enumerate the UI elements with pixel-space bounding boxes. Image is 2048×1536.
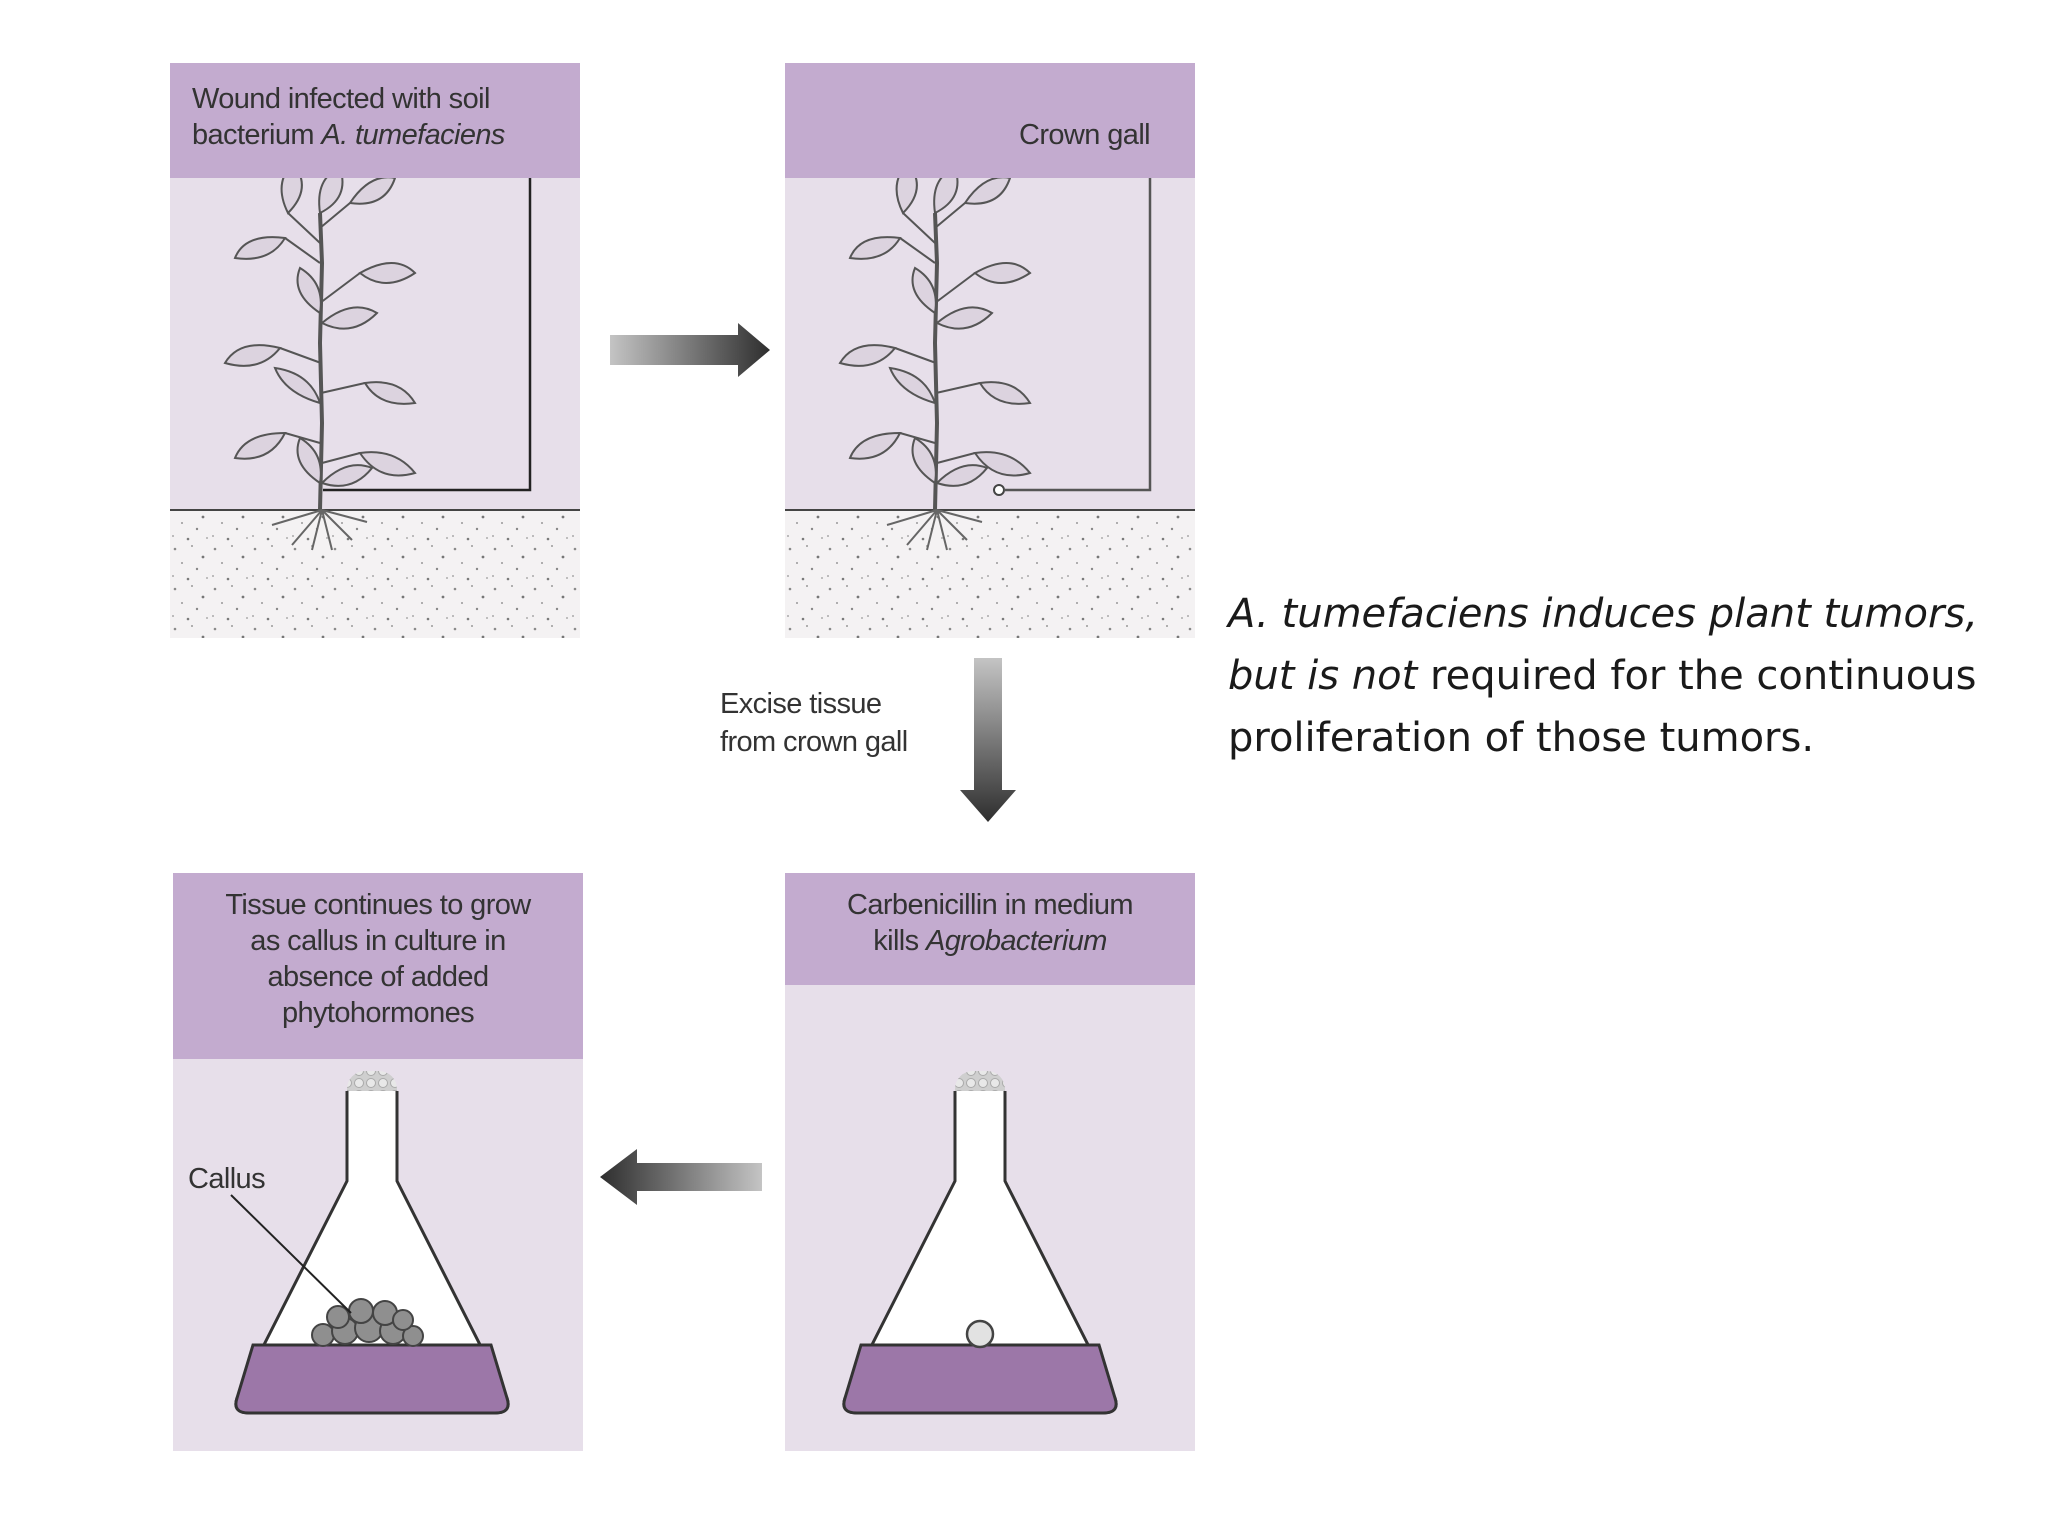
arrow-left-icon (600, 1149, 762, 1205)
excise-tissue-label: Excise tissue from crown gall (720, 685, 908, 761)
callus-header-line1: Tissue continues to grow (225, 889, 531, 921)
medium-icon (842, 1343, 1118, 1415)
caption-line1: A. tumefaciens induces plant tumors, (1228, 591, 1978, 637)
panel-crown-gall-header: Crown gall (785, 63, 1195, 178)
medium-icon (234, 1343, 510, 1415)
crown-gall-label: Crown gall (1019, 119, 1151, 151)
callus-pointer-line (230, 1194, 352, 1314)
roots-icon (886, 509, 983, 551)
callus-header-line2: as callus in culture in (250, 925, 506, 957)
plant-gall-illustration (785, 161, 1195, 638)
wound-pointer-line (323, 171, 532, 492)
gall-pointer-line (1004, 171, 1152, 492)
carbenicillin-header-line1: Carbenicillin in medium (847, 889, 1134, 921)
panel-carbenicillin: Carbenicillin in medium kills Agrobacter… (785, 873, 1195, 1451)
flask-callus-illustration (230, 1071, 510, 1415)
carbenicillin-header-line2: kills Agrobacterium (873, 925, 1107, 957)
tissue-piece-icon (965, 1319, 995, 1349)
panel-wound-header: Wound infected with soil bacterium A. tu… (170, 63, 580, 178)
plant-icon (223, 161, 417, 511)
callus-icon (311, 1298, 424, 1347)
callus-header-line3: absence of added (267, 961, 490, 993)
plant-illustration (170, 161, 580, 638)
panel-callus-header: Tissue continues to grow as callus in cu… (173, 873, 583, 1059)
wound-header-line1: Wound infected with soil (192, 83, 490, 115)
arrow-right-icon (610, 323, 770, 377)
panel-wound-infection: Wound infected with soil bacterium A. tu… (170, 63, 580, 638)
callus-label: Callus (188, 1163, 266, 1195)
panel-carbenicillin-header: Carbenicillin in medium kills Agrobacter… (785, 873, 1195, 985)
roots-icon (271, 509, 368, 551)
caption-line3: proliferation of those tumors. (1228, 715, 1815, 761)
caption-line2: but is not required for the continuous (1228, 653, 1977, 699)
panel-crown-gall: Crown gall (785, 63, 1195, 638)
excise-line1: Excise tissue (720, 688, 882, 720)
excise-line2: from crown gall (720, 726, 908, 758)
callus-header-line4: phytohormones (281, 997, 475, 1029)
flask-illustration (842, 1071, 1118, 1415)
wound-header-line2: bacterium A. tumefaciens (192, 119, 505, 151)
arrow-down-icon (960, 658, 1016, 822)
caption-text: A. tumefaciens induces plant tumors, but… (1228, 583, 2028, 769)
panel-callus-culture: Tissue continues to grow as callus in cu… (173, 873, 583, 1451)
